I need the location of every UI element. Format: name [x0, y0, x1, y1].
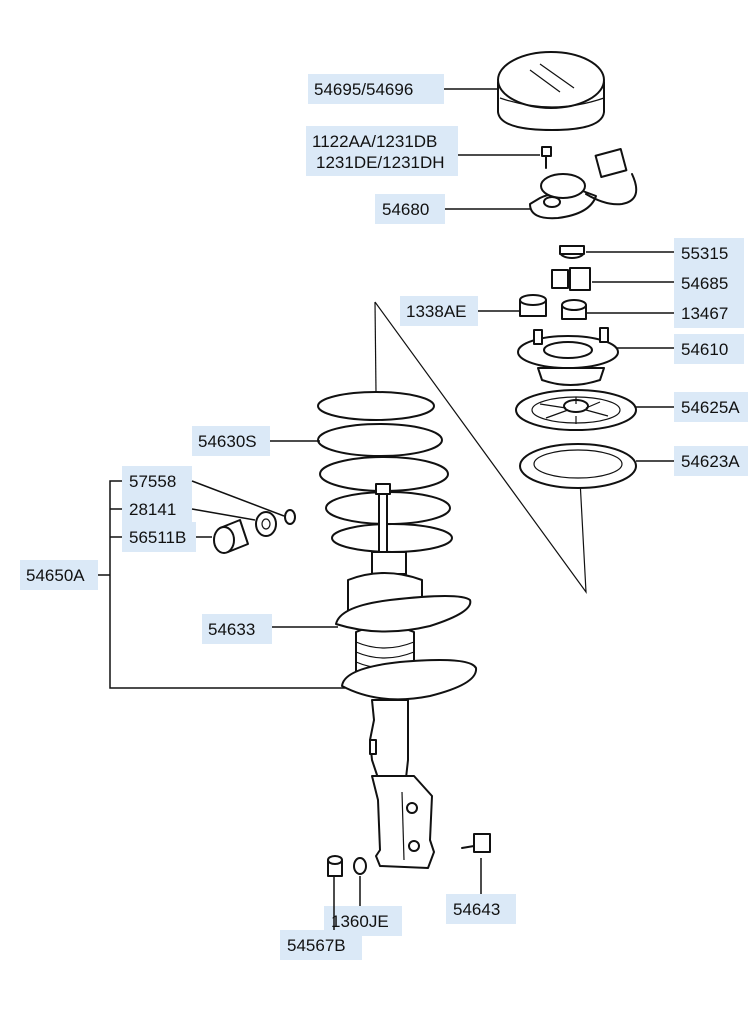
callout-54567b-text: 54567B: [287, 936, 346, 955]
callout-55315[interactable]: 55315: [674, 238, 744, 268]
strut-mount-icon: [517, 327, 619, 386]
callout-54610-text: 54610: [681, 340, 728, 359]
callout-54695[interactable]: 54695/54696: [308, 74, 444, 104]
callout-54623a-text: 54623A: [681, 452, 740, 471]
bushing-56511b-icon: [213, 519, 249, 554]
bolt-54643-icon: [461, 833, 491, 853]
callout-54625a-text: 54625A: [681, 398, 740, 417]
strut-assembly-icon: [341, 659, 478, 869]
washer-1360je-icon: [353, 857, 367, 875]
callout-54633-text: 54633: [208, 620, 255, 639]
nut-1338ae-icon: [519, 294, 547, 317]
callout-54680[interactable]: 54680: [375, 194, 445, 224]
leader-lines: [98, 88, 674, 930]
callout-54650a-text: 54650A: [26, 566, 85, 585]
callout-13467-text: 13467: [681, 304, 728, 323]
callout-54685[interactable]: 54685: [674, 268, 744, 298]
callout-54630s-text: 54630S: [198, 432, 257, 451]
callout-54610[interactable]: 54610: [674, 334, 744, 364]
nut-13467-icon: [561, 299, 587, 320]
callout-57558-text: 57558: [129, 472, 176, 491]
callout-28141[interactable]: 28141: [122, 494, 192, 524]
callout-1122aa-text-2: 1231DE/1231DH: [316, 153, 445, 172]
callout-54567b[interactable]: 54567B: [280, 930, 362, 960]
callout-1360je-text: 1360JE: [331, 912, 389, 931]
callout-1122aa-text-1: 1122AA/1231DB: [312, 132, 437, 151]
spring-seat-icon: [519, 443, 637, 489]
callout-54695-text: 54695/54696: [314, 80, 413, 99]
callout-54643[interactable]: 54643: [446, 894, 516, 924]
callout-13467[interactable]: 13467: [674, 298, 744, 328]
callout-54680-text: 54680: [382, 200, 429, 219]
o-ring-icon: [284, 509, 296, 525]
nut-54567b-icon: [327, 855, 343, 877]
callout-54630s[interactable]: 54630S: [192, 426, 270, 456]
bushing-54685-icon: [551, 267, 591, 291]
strut-rod-icon: [375, 483, 391, 555]
upper-spring-seat-icon: [335, 595, 472, 633]
callout-54650a[interactable]: 54650A: [20, 560, 98, 590]
dust-cap-icon: [497, 51, 605, 131]
bearing-plate-icon: [515, 389, 637, 431]
washer-28141-icon: [255, 511, 277, 537]
callout-1122aa[interactable]: 1122AA/1231DB 1231DE/1231DH: [306, 126, 458, 176]
nut-55315-icon: [559, 245, 585, 259]
callout-57558[interactable]: 57558: [122, 466, 192, 496]
actuator-sensor-icon: [529, 148, 638, 220]
callout-54623a[interactable]: 54623A: [674, 446, 748, 476]
callout-54643-text: 54643: [453, 900, 500, 919]
callout-56511b-text: 56511B: [129, 528, 186, 547]
callout-56511b[interactable]: 56511B: [122, 522, 196, 552]
callout-1338ae[interactable]: 1338AE: [400, 296, 478, 326]
callout-1338ae-text: 1338AE: [406, 302, 467, 321]
callout-54685-text: 54685: [681, 274, 728, 293]
callout-55315-text: 55315: [681, 244, 728, 263]
callout-54625a[interactable]: 54625A: [674, 392, 748, 422]
callout-54633[interactable]: 54633: [202, 614, 272, 644]
small-bolt-icon: [541, 146, 552, 169]
callout-28141-text: 28141: [129, 500, 176, 519]
